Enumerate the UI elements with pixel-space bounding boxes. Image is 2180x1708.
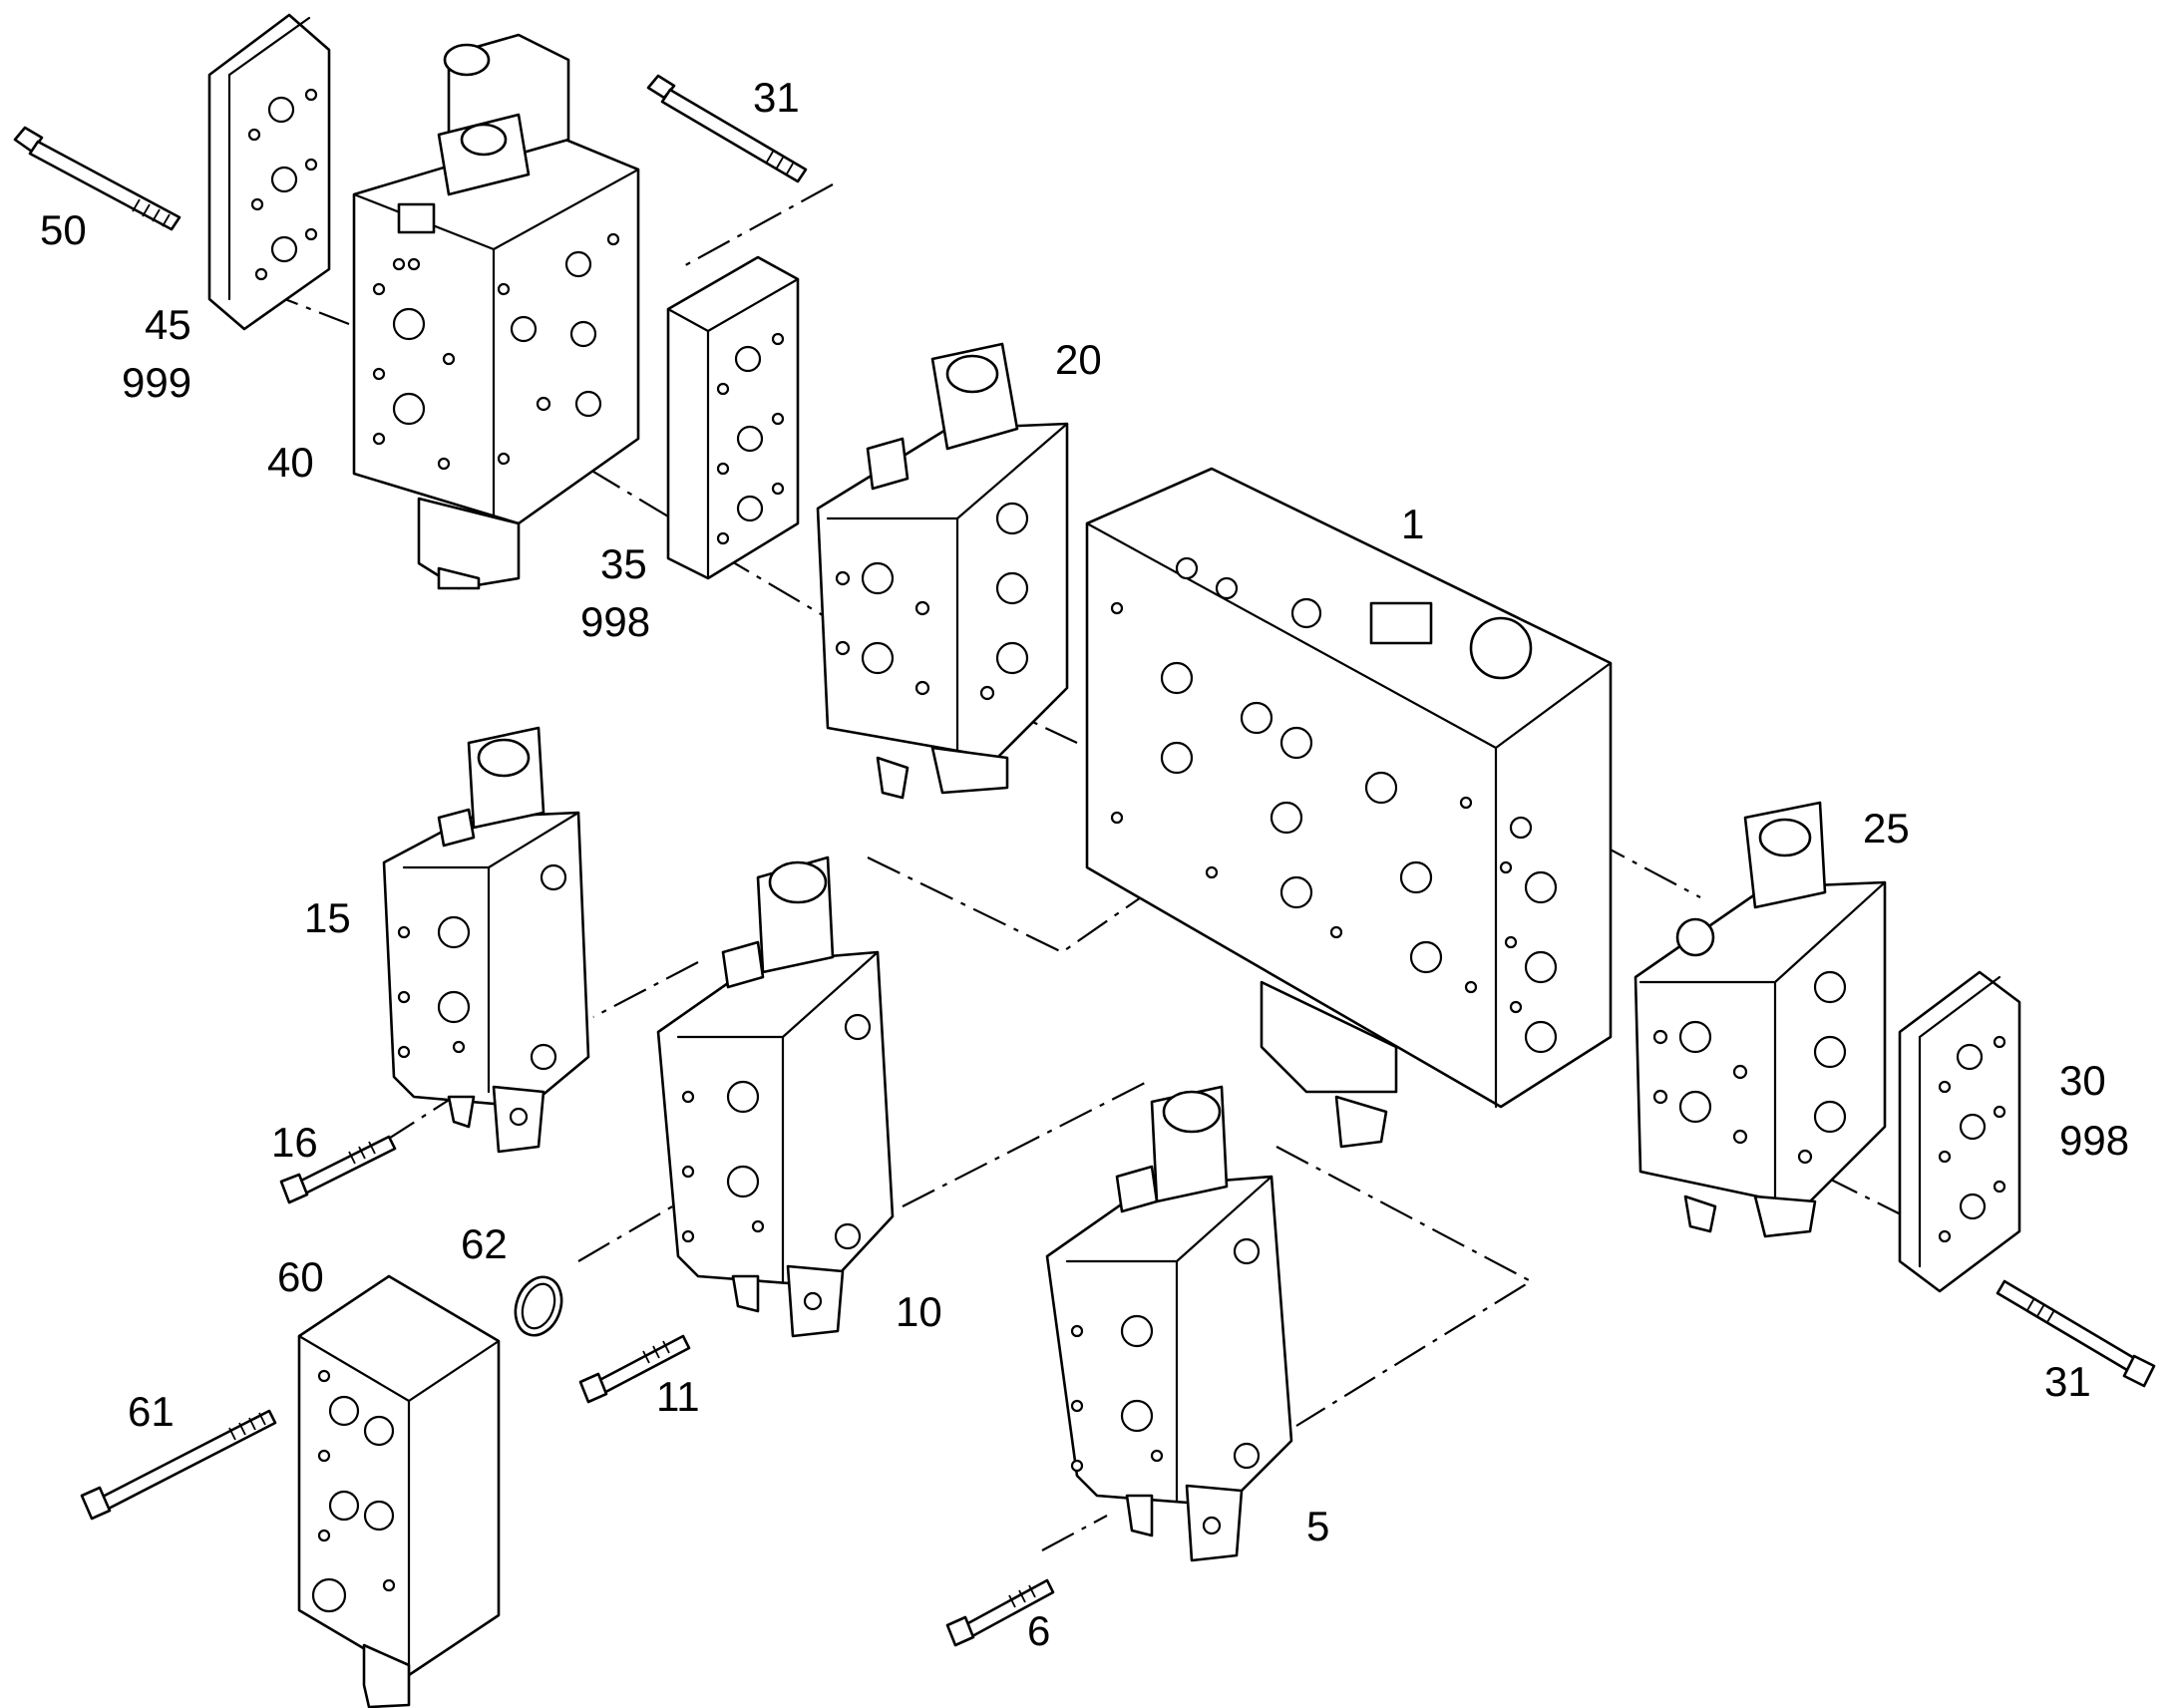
bolt-6 [945, 1578, 1055, 1647]
callout-labels: 1 5 6 10 11 15 16 20 25 30 998 31 31 35 … [40, 74, 2129, 1654]
callout-40: 40 [267, 439, 314, 486]
plate-35 [666, 255, 800, 580]
callout-30: 30 [2059, 1057, 2106, 1104]
callout-6: 6 [1027, 1607, 1050, 1654]
bolt-61 [80, 1409, 277, 1521]
callout-5: 5 [1306, 1503, 1329, 1549]
valve-section-15 [382, 726, 590, 1154]
callout-35-998: 998 [580, 598, 650, 645]
callout-30-998: 998 [2059, 1117, 2129, 1164]
valve-section-25 [1634, 801, 1887, 1238]
callout-45-999: 999 [122, 359, 191, 406]
valve-block-40 [352, 33, 640, 590]
manifold-block-1 [1085, 467, 1613, 1149]
callout-20: 20 [1055, 336, 1102, 383]
cover-block-60 [297, 1274, 501, 1708]
callout-11: 11 [656, 1373, 700, 1420]
callout-60: 60 [277, 1253, 324, 1300]
callout-16: 16 [271, 1119, 318, 1166]
o-ring-62 [514, 1275, 563, 1337]
bolt-16 [279, 1135, 397, 1204]
end-plate-45 [207, 13, 331, 331]
valve-section-20 [816, 342, 1069, 800]
valve-section-10 [656, 855, 895, 1338]
valve-section-5 [1045, 1085, 1293, 1562]
bolt-31-right [1996, 1279, 2156, 1388]
callout-50: 50 [40, 206, 87, 253]
callout-25: 25 [1863, 805, 1910, 852]
callout-1: 1 [1401, 501, 1424, 547]
callout-10: 10 [896, 1288, 942, 1335]
bolt-31-top [646, 74, 808, 183]
callout-31-top: 31 [753, 74, 800, 121]
callout-62: 62 [461, 1220, 508, 1267]
callout-61: 61 [128, 1388, 175, 1435]
callout-35: 35 [600, 540, 647, 587]
callout-15: 15 [304, 894, 351, 941]
callout-45: 45 [145, 301, 191, 348]
bolt-50 [13, 126, 182, 231]
end-plate-30 [1898, 970, 2021, 1293]
callout-31-right: 31 [2044, 1358, 2091, 1405]
bolt-11 [578, 1334, 691, 1404]
